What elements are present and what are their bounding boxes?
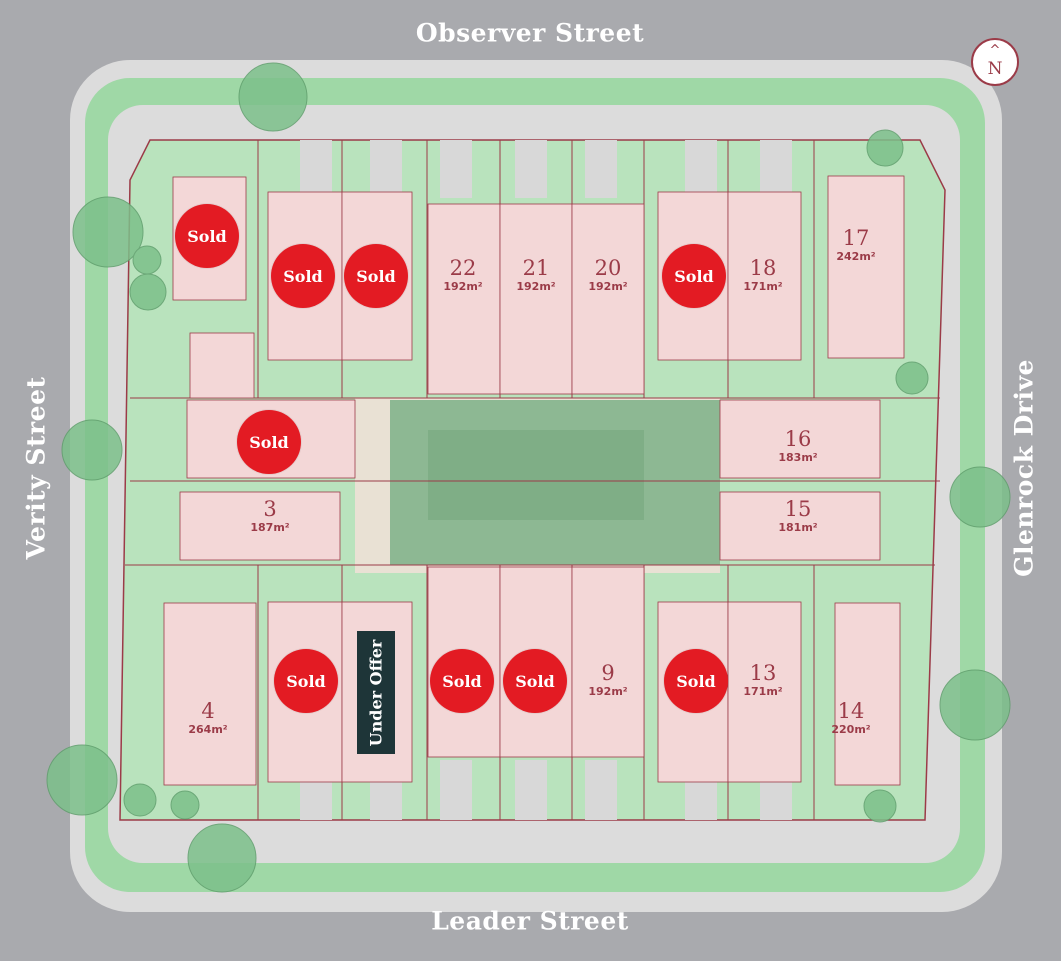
lot-16[interactable]: 16 183m² — [778, 427, 817, 465]
sold-badge[interactable]: Sold — [662, 244, 726, 308]
lot-number: 16 — [784, 427, 812, 451]
lot-14[interactable]: 14 220m² — [831, 699, 870, 737]
lot-3[interactable]: 3 187m² — [250, 497, 289, 535]
sold-badge[interactable]: Sold — [664, 649, 728, 713]
lot-4[interactable]: 4 264m² — [188, 699, 227, 737]
lot-number: 21 — [522, 256, 550, 280]
lot-area: 192m² — [443, 280, 483, 293]
lot-number: 17 — [842, 226, 870, 250]
street-name-south: Leader Street — [431, 906, 629, 936]
courtyard-lawn — [428, 430, 644, 520]
sold-badge[interactable]: Sold — [237, 410, 301, 474]
lot-13[interactable]: 13 171m² — [743, 661, 782, 699]
north-arrow-letter: N — [987, 59, 1003, 79]
sold-badge[interactable]: Sold — [175, 204, 239, 268]
lot-21[interactable]: 21 192m² — [516, 256, 555, 294]
under-offer-badge[interactable]: Under Offer — [357, 631, 395, 754]
lot-area: 242m² — [836, 250, 876, 263]
sold-badge[interactable]: Sold — [274, 649, 338, 713]
lot-number: 14 — [837, 699, 865, 723]
lot-area: 181m² — [778, 521, 818, 534]
lot-number: 22 — [449, 256, 477, 280]
lot-18[interactable]: 18 171m² — [743, 256, 782, 294]
lot-number: 20 — [594, 256, 622, 280]
lot-number: 18 — [749, 256, 777, 280]
lot-area: 192m² — [588, 685, 628, 698]
lot-area: 220m² — [831, 723, 871, 736]
lot-number: 3 — [263, 497, 277, 521]
sold-badge[interactable]: Sold — [344, 244, 408, 308]
sold-badge[interactable]: Sold — [503, 649, 567, 713]
lot-area: 192m² — [516, 280, 556, 293]
driveways-top — [300, 140, 792, 198]
lot-22[interactable]: 22 192m² — [443, 256, 482, 294]
lot-number: 4 — [201, 699, 215, 723]
street-name-north: Observer Street — [415, 18, 645, 48]
trees — [46, 62, 1011, 893]
lot-area: 171m² — [743, 280, 783, 293]
lot-number: 13 — [749, 661, 777, 685]
sold-badge[interactable]: Sold — [271, 244, 335, 308]
lot-area: 183m² — [778, 451, 818, 464]
north-arrow-caret: ^ — [989, 43, 1001, 58]
lot-17[interactable]: 17 242m² — [836, 226, 875, 264]
under-offer-label: Under Offer — [366, 639, 386, 746]
street-name-west: Verity Street — [21, 376, 51, 560]
street-name-east: Glenrock Drive — [1009, 359, 1039, 577]
lot-number: 15 — [784, 497, 812, 521]
lot-20[interactable]: 20 192m² — [588, 256, 627, 294]
lot-area: 171m² — [743, 685, 783, 698]
lot-area: 192m² — [588, 280, 628, 293]
lot-15[interactable]: 15 181m² — [778, 497, 817, 535]
lot-number: 9 — [601, 661, 615, 685]
lot-9[interactable]: 9 192m² — [588, 661, 627, 699]
lot-area: 187m² — [250, 521, 290, 534]
lot-area: 264m² — [188, 723, 228, 736]
sold-badge[interactable]: Sold — [430, 649, 494, 713]
north-arrow-icon: ^ N — [971, 38, 1019, 86]
